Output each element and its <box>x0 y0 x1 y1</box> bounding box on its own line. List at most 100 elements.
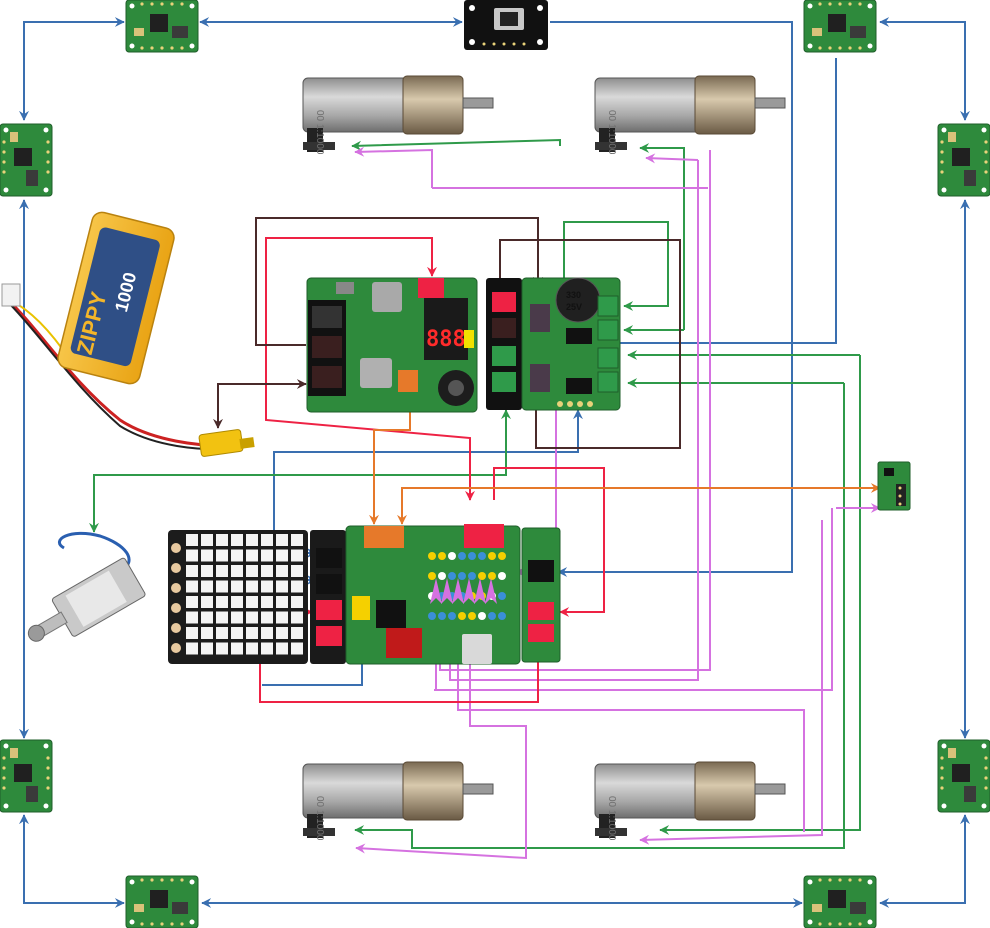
led-matrix <box>168 530 308 664</box>
led-button <box>171 543 181 553</box>
led-cell <box>216 565 228 577</box>
led-cell <box>186 534 198 546</box>
led-cell <box>201 642 213 655</box>
led-cell <box>261 565 273 577</box>
led-cell <box>186 565 198 577</box>
led-cell <box>231 549 243 562</box>
power-board: 888 <box>306 277 478 413</box>
led-cell <box>276 627 288 639</box>
capacitor-line2: 25V <box>566 302 582 312</box>
led-cell <box>261 596 273 608</box>
header-pin <box>438 612 446 620</box>
led-cell <box>216 611 228 624</box>
led-cell <box>201 549 213 562</box>
led-cell <box>186 549 198 562</box>
battery-pack: ZIPPY 1000 <box>1 211 255 457</box>
led-cell <box>231 627 243 639</box>
main-controller <box>310 524 561 665</box>
header-pin <box>468 552 476 560</box>
header-pin <box>428 572 436 580</box>
header-pin <box>428 612 436 620</box>
orange-wires <box>369 394 881 525</box>
violet-arrow-tip <box>474 578 486 604</box>
led-cell <box>246 580 258 593</box>
led-button <box>171 623 181 633</box>
led-cell <box>276 549 288 562</box>
led-cell <box>201 534 213 546</box>
violet-arrow-tip <box>485 578 497 604</box>
led-cell <box>201 596 213 608</box>
header-pin <box>478 572 486 580</box>
led-cell <box>186 596 198 608</box>
header-pin <box>478 612 486 620</box>
led-cell <box>201 580 213 593</box>
header-pin <box>448 552 456 560</box>
led-cell <box>186 627 198 639</box>
header-pin <box>448 612 456 620</box>
led-cell <box>276 565 288 577</box>
led-cell <box>231 580 243 593</box>
led-cell <box>261 611 273 624</box>
led-cell <box>261 580 273 593</box>
led-cell <box>231 611 243 624</box>
violet-arrow-tip <box>463 578 475 604</box>
led-cell <box>246 565 258 577</box>
violet-wires <box>354 146 881 860</box>
led-cell <box>291 642 303 655</box>
led-cell <box>231 565 243 577</box>
led-button <box>171 603 181 613</box>
led-cell <box>276 596 288 608</box>
green-wires <box>89 138 861 849</box>
header-pin <box>458 612 466 620</box>
header-pin <box>458 572 466 580</box>
led-cell <box>216 627 228 639</box>
violet-arrow-tip <box>452 578 464 604</box>
motor <box>302 75 786 842</box>
header-pin <box>468 612 476 620</box>
led-cell <box>261 549 273 562</box>
header-pin <box>448 572 456 580</box>
led-cell <box>291 534 303 546</box>
led-cell <box>231 534 243 546</box>
capacitor-line1: 330 <box>566 290 581 300</box>
led-cell <box>246 611 258 624</box>
motor-controller: 330 25V <box>486 277 621 411</box>
led-cell <box>201 611 213 624</box>
led-cell <box>276 534 288 546</box>
led-button <box>171 583 181 593</box>
header-pin <box>468 572 476 580</box>
led-cell <box>291 549 303 562</box>
rangefinder-module <box>464 0 548 50</box>
led-cell <box>291 565 303 577</box>
header-pin <box>478 552 486 560</box>
led-cell <box>246 549 258 562</box>
header-pin <box>438 552 446 560</box>
led-cell <box>216 580 228 593</box>
violet-arrow-tip <box>430 578 442 604</box>
header-pin <box>498 552 506 560</box>
led-cell <box>291 627 303 639</box>
led-cell <box>186 642 198 655</box>
led-cell <box>216 596 228 608</box>
header-pin <box>488 572 496 580</box>
led-cell <box>216 534 228 546</box>
header-pin <box>498 612 506 620</box>
header-pin <box>498 592 506 600</box>
led-cell <box>246 642 258 655</box>
led-cell <box>276 642 288 655</box>
led-cell <box>246 596 258 608</box>
header-pin <box>428 552 436 560</box>
led-cell <box>246 627 258 639</box>
led-cell <box>261 627 273 639</box>
solenoid <box>27 531 146 642</box>
header-pin <box>498 572 506 580</box>
led-button <box>171 643 181 653</box>
led-cell <box>231 596 243 608</box>
led-cell <box>291 596 303 608</box>
header-pin <box>488 552 496 560</box>
led-cell <box>291 611 303 624</box>
header-pin <box>488 612 496 620</box>
led-cell <box>201 627 213 639</box>
display-digits: 888 <box>426 327 466 352</box>
